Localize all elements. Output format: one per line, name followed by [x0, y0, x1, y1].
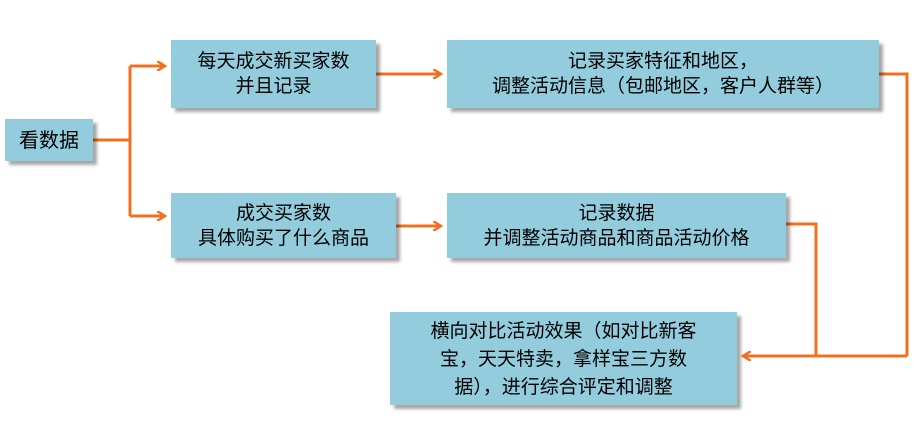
node-top-right-line-2: 调整活动信息（包邮地区，客户人群等） — [491, 75, 834, 97]
node-bottom-right: 记录数据 并调整活动商品和商品活动价格 — [447, 193, 786, 258]
node-result-line-1: 横向对比活动效果（如对比新客 — [430, 319, 697, 342]
connector-top-right-down — [879, 72, 909, 356]
node-start: 看数据 — [5, 119, 93, 161]
node-result-line-2: 宝，天天特卖，拿样宝三方数 — [439, 347, 687, 370]
node-bottom-right-line-1: 记录数据 — [578, 201, 655, 224]
node-top-right-line-1: 记录买家特征和地区， — [567, 50, 758, 72]
node-bottom-left-line-1: 成交买家数 — [235, 201, 331, 224]
node-result: 横向对比活动效果（如对比新客 宝，天天特卖，拿样宝三方数 据），进行综合评定和调… — [390, 312, 737, 405]
node-top-right: 记录买家特征和地区， 调整活动信息（包邮地区，客户人群等） — [447, 40, 879, 108]
node-bottom-left: 成交买家数 具体购买了什么商品 — [171, 193, 396, 258]
node-top-left-line-1: 每天成交新买家数 — [197, 50, 350, 72]
node-result-line-3: 据），进行综合评定和调整 — [454, 375, 673, 398]
node-start-line-1: 看数据 — [19, 127, 79, 152]
node-bottom-right-line-2: 并调整活动商品和商品活动价格 — [483, 226, 750, 249]
node-top-left-line-2: 并且记录 — [235, 75, 312, 97]
connector-bottom-right-down — [786, 222, 818, 356]
node-bottom-left-line-2: 具体购买了什么商品 — [197, 226, 369, 249]
node-top-left: 每天成交新买家数 并且记录 — [171, 40, 376, 108]
